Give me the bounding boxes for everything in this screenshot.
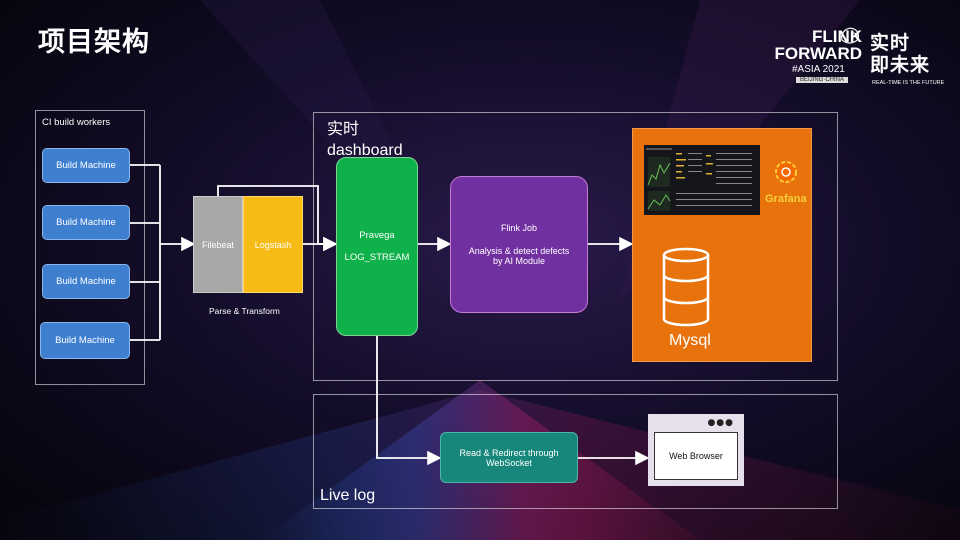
livelog-label: Live log: [320, 487, 376, 504]
logo-edition: #ASIA 2021: [792, 64, 845, 75]
flink-title: Flink Job: [500, 223, 537, 233]
dashboard-label-cn: 实时: [327, 121, 360, 138]
websocket-line2: WebSocket: [486, 457, 532, 468]
flink-desc-2: by AI Module: [492, 256, 546, 266]
logo-cn-line1: 实时: [870, 32, 911, 54]
build-machine-1: Build Machine: [42, 148, 130, 183]
logo-line1: FLINK: [811, 27, 862, 46]
grafana-logo-icon: [775, 161, 797, 183]
logo-location: BEIJING·CHINA: [796, 77, 849, 83]
pravega-title: Pravega: [359, 230, 395, 241]
squirrel-icon: [841, 27, 860, 44]
arrow-pravega-websocket: [376, 336, 442, 466]
filebeat-box: Filebeat: [193, 196, 243, 293]
flink-forward-logo: FLINK FORWARD #ASIA 2021 BEIJING·CHINA 实…: [766, 27, 946, 90]
grafana-dashboard-thumbnail: [644, 145, 760, 215]
pravega-box: Pravega LOG_STREAM: [336, 157, 418, 336]
ci-workers-label: CI build workers: [42, 117, 111, 128]
logo-line2: FORWARD: [774, 44, 862, 63]
mysql-label: Mysql: [669, 332, 711, 349]
logo-tagline: REAL-TIME IS THE FUTURE: [872, 80, 945, 86]
grafana-label: Grafana: [765, 193, 807, 205]
output-panel: Grafana Mysql: [632, 128, 812, 362]
build-machine-3: Build Machine: [42, 264, 130, 299]
flink-job-box: Flink Job Analysis & detect defects by A…: [450, 176, 588, 313]
websocket-box: Read & Redirect through WebSocket: [440, 432, 578, 483]
slide-title: 项目架构: [38, 27, 150, 58]
flink-desc-1: Analysis & detect defects: [468, 246, 570, 256]
dashboard-label-en: dashboard: [327, 142, 403, 159]
build-machine-4: Build Machine: [40, 322, 130, 359]
browser-dots-icon: ●●●: [707, 418, 734, 428]
web-browser-box: ●●● Web Browser: [648, 414, 744, 486]
logo-cn-line2: 即未来: [870, 54, 931, 76]
pravega-stream: LOG_STREAM: [344, 252, 410, 263]
parse-transform-caption: Parse & Transform: [209, 306, 280, 316]
dashboard-frame: [313, 112, 838, 381]
ci-workers-frame: [35, 110, 145, 385]
websocket-line1: Read & Redirect through: [459, 447, 559, 458]
livelog-frame: [313, 394, 838, 509]
database-icon: [662, 247, 710, 327]
browser-label: Web Browser: [654, 432, 738, 480]
build-machine-2: Build Machine: [42, 205, 130, 240]
logstash-box: Logstash: [243, 196, 303, 293]
